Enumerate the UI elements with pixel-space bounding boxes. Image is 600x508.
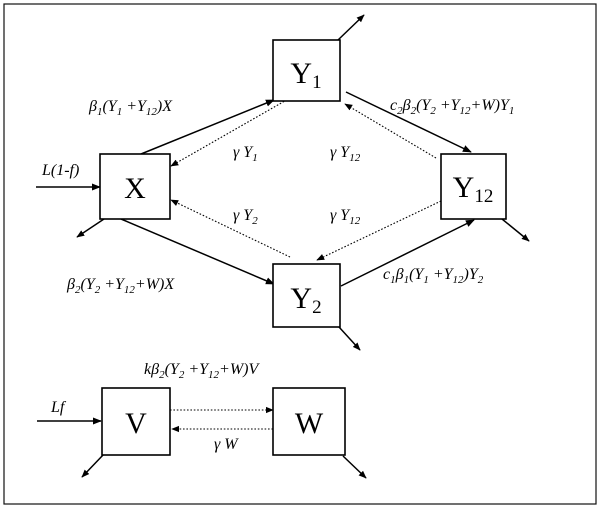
outflow-arrow-x <box>76 218 105 238</box>
rate-label-inflow-v: Lf <box>50 399 67 416</box>
node-x: X <box>99 153 171 220</box>
node-label-y12: Y12 <box>453 171 494 207</box>
node-y12: Y12 <box>440 153 507 220</box>
arrow-y12-to-y2 <box>316 200 442 261</box>
rate-label-y2-to-x: γ Y2 <box>233 207 258 227</box>
rate-label-y1-to-x: γ Y1 <box>233 144 258 164</box>
node-v: V <box>101 387 171 456</box>
diagram-frame <box>3 3 597 505</box>
outflow-arrow-w <box>342 455 367 479</box>
outflow-arrow-y1 <box>337 14 365 41</box>
arrow-y1-to-y12 <box>345 91 472 153</box>
arrow-y2-to-x <box>170 199 291 258</box>
rate-label-inflow-x: L(1-f) <box>41 162 79 179</box>
rate-label-x-to-y2: β2(Y2 +Y12+W)X <box>66 276 175 296</box>
rate-label-w-to-v: γ W <box>214 436 239 453</box>
node-label-v: V <box>125 407 147 440</box>
node-w: W <box>272 387 346 456</box>
node-y1: Y1 <box>272 39 341 102</box>
node-y2: Y2 <box>272 263 341 328</box>
arrow-x-to-y2 <box>120 218 275 285</box>
outflow-arrow-y2 <box>338 326 361 351</box>
rate-label-y2-to-y12: c1β1(Y1 +Y12)Y2 <box>383 266 484 286</box>
outflow-arrow-v <box>81 453 105 478</box>
arrow-y2-to-y12 <box>340 219 475 287</box>
arrow-y1-to-x <box>170 97 291 167</box>
rate-label-y12-to-y2: γ Y12 <box>330 207 361 227</box>
node-label-w: W <box>295 407 324 440</box>
arrow-y12-to-y1 <box>344 103 437 159</box>
rate-label-x-to-y1: β1(Y1 +Y12)X <box>88 98 173 118</box>
arrow-x-to-y1 <box>140 99 275 155</box>
node-label-y1: Y1 <box>290 57 321 93</box>
rate-label-y1-to-y12: c2β2(Y2 +Y12+W)Y1 <box>390 97 514 117</box>
outflow-arrow-y12 <box>501 218 530 242</box>
rate-label-y12-to-y1: γ Y12 <box>330 144 361 164</box>
rate-label-v-to-w: kβ2(Y2 +Y12+W)V <box>144 361 260 381</box>
node-label-y2: Y2 <box>290 282 321 318</box>
node-label-x: X <box>124 172 146 205</box>
